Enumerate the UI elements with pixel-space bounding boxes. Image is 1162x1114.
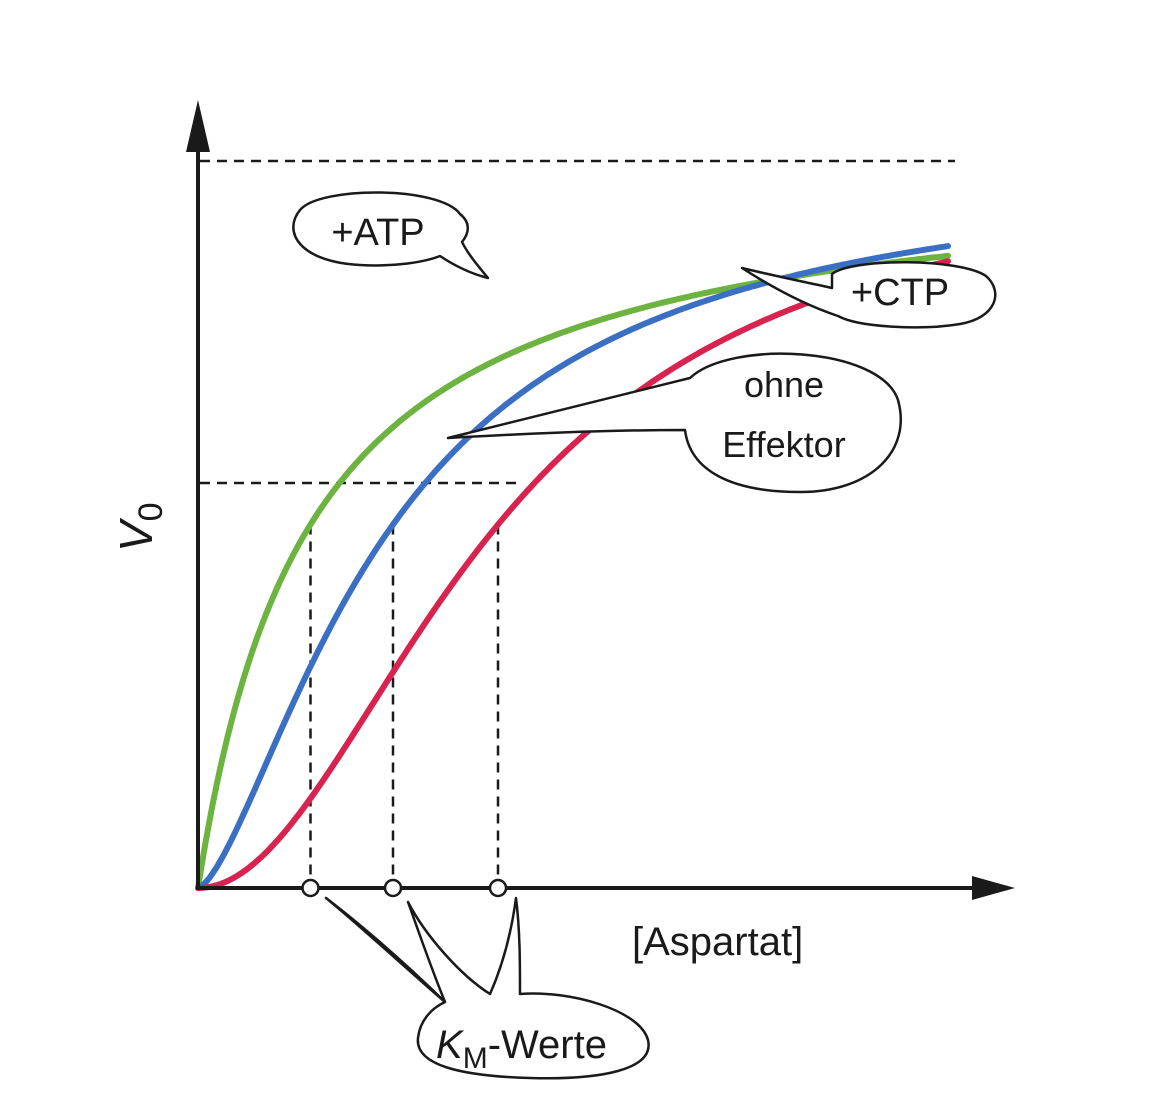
callout-atp: +ATP bbox=[292, 191, 490, 280]
y-axis-arrow bbox=[186, 100, 210, 152]
callout-km-label: KM-Werte bbox=[436, 1023, 607, 1075]
y-axis-label-v: V bbox=[110, 517, 162, 552]
km-marker bbox=[301, 878, 320, 898]
callout-km-bubble bbox=[324, 896, 650, 1080]
y-axis-label: V0 bbox=[110, 502, 170, 552]
callout-ohne-bubble bbox=[446, 352, 903, 494]
callout-ohne-line1: ohne bbox=[744, 364, 824, 405]
curve-atp bbox=[195, 252, 951, 891]
callout-atp-label: +ATP bbox=[331, 212, 424, 254]
y-axis-label-subscript: 0 bbox=[132, 502, 170, 521]
callout-ohne-line2: Effektor bbox=[722, 424, 845, 465]
km-subscript: M bbox=[463, 1042, 488, 1075]
curve-ctp bbox=[195, 258, 951, 891]
km-marker bbox=[488, 878, 508, 898]
km-markers bbox=[301, 878, 508, 898]
callout-km: KM-Werte bbox=[324, 896, 650, 1080]
km-marker bbox=[383, 878, 403, 898]
km-rest: -Werte bbox=[488, 1023, 607, 1067]
callout-ctp-label: +CTP bbox=[851, 272, 949, 314]
callout-ctp-bubble bbox=[740, 261, 997, 329]
curve-ohne-effektor bbox=[195, 243, 951, 891]
callout-ohne-effektor: ohne Effektor bbox=[446, 352, 903, 494]
km-symbol: K bbox=[436, 1023, 465, 1067]
x-axis-label: [Aspartat] bbox=[632, 920, 803, 964]
callout-atp-bubble bbox=[292, 191, 490, 280]
km-drop-lines bbox=[309, 524, 500, 888]
x-axis-arrow bbox=[972, 876, 1015, 900]
callout-ctp: +CTP bbox=[740, 261, 997, 329]
